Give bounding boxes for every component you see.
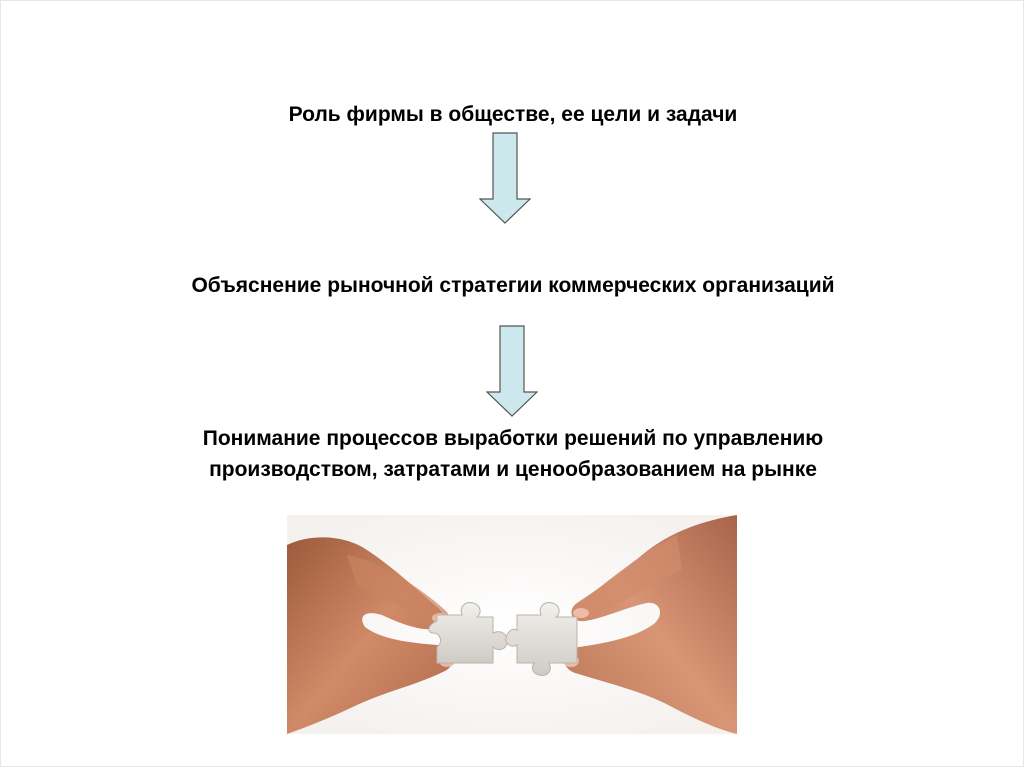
hands-joining-puzzle-pieces-icon xyxy=(287,515,737,734)
down-arrow-shape xyxy=(480,133,530,223)
down-arrow-shape xyxy=(487,326,537,416)
flow-step-line: производством, затратами и ценообразован… xyxy=(1,454,1024,485)
down-arrow-icon xyxy=(486,325,538,417)
hands-puzzle-photo xyxy=(287,515,737,734)
flow-step-firm-role: Роль фирмы в обществе, ее цели и задачи xyxy=(1,99,1024,130)
flow-step-line: Понимание процессов выработки решений по… xyxy=(1,423,1024,454)
flow-step-decision-processes: Понимание процессов выработки решений по… xyxy=(1,423,1024,485)
flow-step-market-strategy: Объяснение рыночной стратегии коммерческ… xyxy=(1,270,1024,301)
down-arrow-icon xyxy=(479,132,531,224)
